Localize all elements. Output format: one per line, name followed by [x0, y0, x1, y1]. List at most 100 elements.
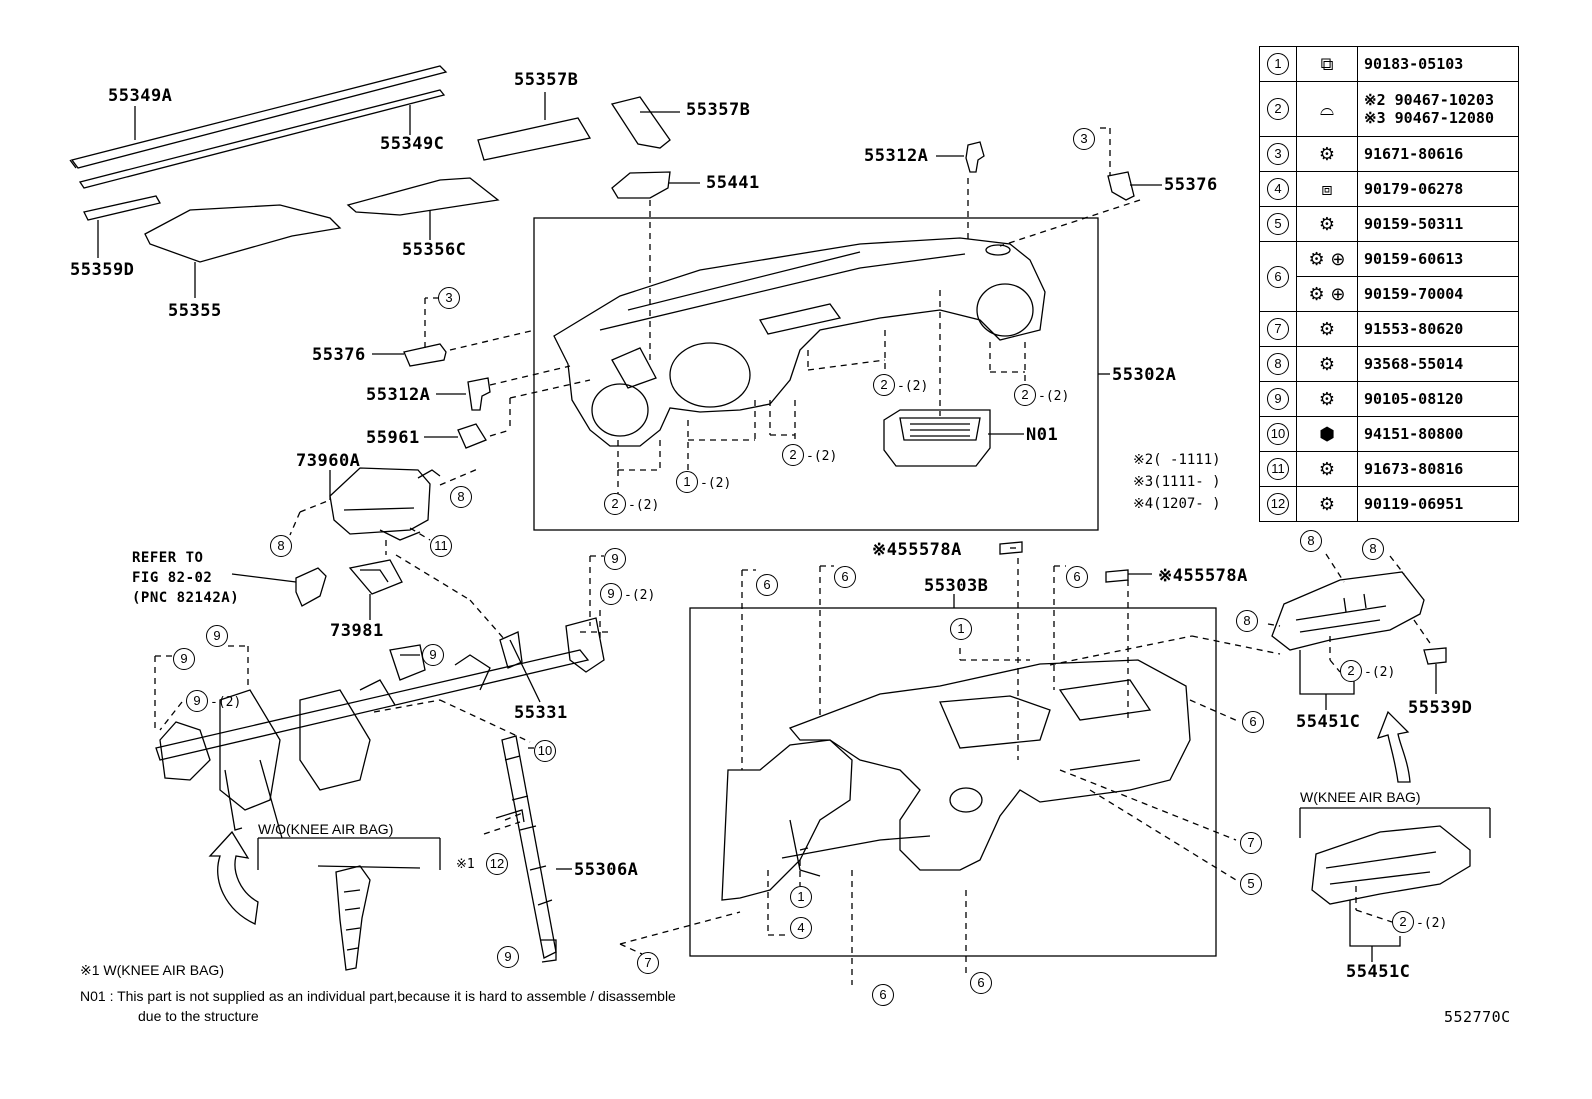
- ref-circle: 8: [1300, 530, 1322, 552]
- qty-note: -(2): [624, 588, 656, 603]
- ref-circle: 7: [637, 952, 659, 974]
- label-55355: 55355: [168, 301, 222, 321]
- pad-55578a-right: [1105, 569, 1129, 583]
- ref-circle: 6: [872, 984, 894, 1006]
- date-note-4: ※4(1207- ): [1133, 496, 1221, 512]
- vent-n01: [883, 409, 991, 467]
- table-row: 12 ⚙ 90119-06951: [1259, 486, 1519, 522]
- ref-circle: 9: [497, 946, 519, 968]
- clip-nut-icon: ⧉: [1320, 53, 1334, 75]
- dashed-leaders-right: [1267, 553, 1433, 923]
- part-number: 90159-60613: [1357, 241, 1519, 277]
- sheet-55357b-left: [477, 117, 592, 161]
- bolt-icon: ⚙: [1318, 318, 1336, 340]
- table-row: 4 ⧈ 90179-06278: [1259, 171, 1519, 207]
- ref-circle: 1: [1267, 53, 1289, 75]
- table-row: 11 ⚙ 91673-80816: [1259, 451, 1519, 487]
- label-55303b: 55303B: [924, 576, 989, 596]
- ref-circle: 2: [1392, 911, 1414, 933]
- airbag-73960a: [329, 467, 441, 541]
- inset-w-knee-airbag: [1299, 807, 1491, 905]
- ref-circle: 9: [206, 625, 228, 647]
- ref-circle: 7: [1267, 318, 1289, 340]
- ref-circle: 10: [534, 740, 556, 762]
- ref-circle: 5: [1240, 873, 1262, 895]
- date-note-2: ※2( -1111): [1133, 452, 1221, 468]
- label-55356c: 55356C: [402, 240, 467, 260]
- table-row: 3 ⚙ 91671-80616: [1259, 136, 1519, 172]
- ref-circle: 6: [1066, 566, 1088, 588]
- label-55357b-left: 55357B: [514, 70, 579, 90]
- label-55961: 55961: [366, 428, 420, 448]
- refer-to-line3: (PNC 82142A): [132, 590, 240, 606]
- knee-airbag-ref: [295, 567, 327, 607]
- ref-circle: 8: [450, 486, 472, 508]
- vent-55441: [611, 171, 671, 199]
- lower-panel-55303b: [721, 659, 1191, 901]
- cover-55539d: [1423, 647, 1447, 665]
- ref-circle: 2: [873, 374, 895, 396]
- part-number: 90159-70004: [1357, 276, 1519, 312]
- sheet-55357b-right: [610, 96, 671, 149]
- parts-number-table: 1 ⧉ 90183-05103 2 ⌓ ※2 90467-10203 ※3 90…: [1259, 46, 1519, 522]
- label-55376-left: 55376: [312, 345, 366, 365]
- table-row: 1 ⧉ 90183-05103: [1259, 46, 1519, 82]
- ref-circle: 3: [438, 287, 460, 309]
- table-row: ⚙ ⊕ 90159-70004: [1260, 276, 1519, 312]
- reinforcement-55331: [155, 617, 605, 839]
- bolt-icon: ⚙: [1318, 458, 1336, 480]
- label-55312a-left: 55312A: [366, 385, 431, 405]
- clip-55312a-left: [467, 377, 491, 411]
- table-row: 7 ⚙ 91553-80620: [1259, 311, 1519, 347]
- ref-circle: 5: [1267, 213, 1289, 235]
- ref-circle: 2: [604, 493, 626, 515]
- label-55578a-right: ※455578A: [1158, 566, 1248, 586]
- ref-circle: 3: [1267, 143, 1289, 165]
- qty-note: -(2): [1038, 389, 1070, 404]
- label-55441: 55441: [706, 173, 760, 193]
- part-number-line: ※2 90467-10203: [1364, 91, 1494, 109]
- part-number-line: ※3 90467-12080: [1364, 109, 1494, 127]
- label-55578a-left: ※455578A: [872, 540, 962, 560]
- ref-circle: 6: [1267, 265, 1289, 288]
- qty-note: -(2): [210, 695, 242, 710]
- ref-circle: 1: [950, 618, 972, 640]
- part-number: ※2 90467-10203 ※3 90467-12080: [1357, 81, 1519, 137]
- dashed-leaders-airbag: [289, 467, 506, 641]
- ref-circle: 9: [422, 644, 444, 666]
- qty-note: -(2): [897, 379, 929, 394]
- bracket-55451c-top: [1299, 650, 1355, 695]
- ref-circle: 6: [756, 574, 778, 596]
- ref-circle: 11: [430, 535, 452, 557]
- label-55306a: 55306A: [574, 860, 639, 880]
- ref-circle: 2: [782, 444, 804, 466]
- part-number: 94151-80800: [1357, 416, 1519, 452]
- table-row: 5 ⚙ 90159-50311: [1259, 206, 1519, 242]
- footnote-knee-airbag: ※1 W(KNEE AIR BAG): [80, 962, 224, 978]
- nut-icon: ⬢: [1319, 423, 1335, 445]
- part-number: 90119-06951: [1357, 486, 1519, 522]
- part-number: 93568-55014: [1357, 346, 1519, 382]
- label-55302a: 55302A: [1112, 365, 1177, 385]
- inset-title-wo-knee: W/O(KNEE AIR BAG): [258, 821, 394, 837]
- inset-title-w-knee: W(KNEE AIR BAG): [1300, 789, 1421, 805]
- table-row: 2 ⌓ ※2 90467-10203 ※3 90467-12080: [1259, 81, 1519, 137]
- bolt-icon: ⚙: [1318, 493, 1336, 515]
- ref-circle: 11: [1267, 458, 1289, 480]
- ref-circle: 8: [270, 535, 292, 557]
- screw-icon: ⚙: [1318, 143, 1336, 165]
- ref-circle: 6: [970, 972, 992, 994]
- screw-icon: ⚙ ⊕: [1308, 283, 1346, 305]
- label-55359d: 55359D: [70, 260, 135, 280]
- ref-circle: 12: [1267, 493, 1289, 515]
- sheet-55356c: [346, 177, 500, 216]
- instrument-panel-55302a: [553, 237, 1046, 447]
- label-55349a: 55349A: [108, 86, 173, 106]
- table-row: 8 ⚙ 93568-55014: [1259, 346, 1519, 382]
- part-number: 90105-08120: [1357, 381, 1519, 417]
- ref-circle: 6: [834, 566, 856, 588]
- date-note-3: ※3(1111- ): [1133, 474, 1221, 490]
- arrow-w-knee: [1376, 710, 1411, 783]
